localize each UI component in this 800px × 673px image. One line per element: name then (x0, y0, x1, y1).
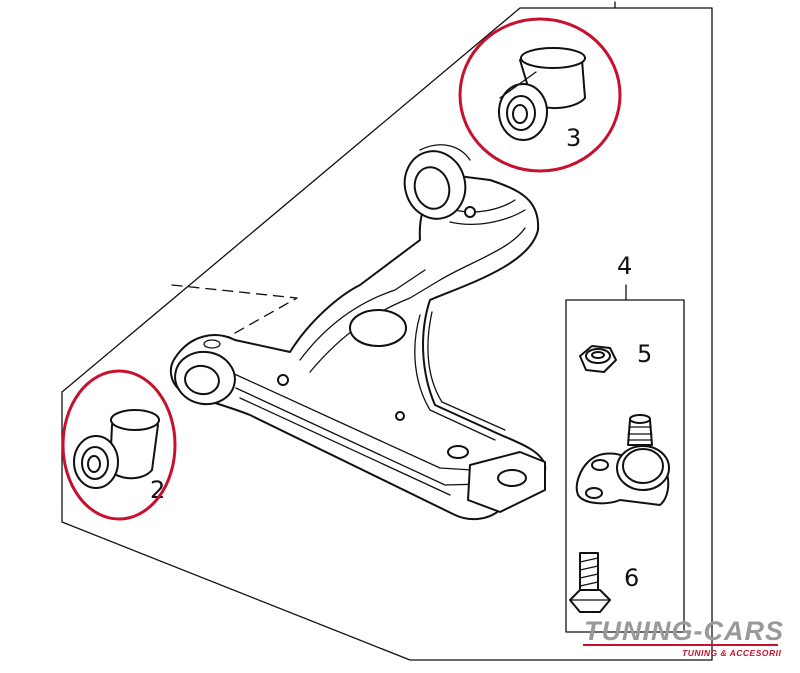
tuning-cars-logo: TUNING-CARS TUNING & ACCESORII (583, 616, 784, 658)
ball-joint-kit (565, 284, 685, 633)
bushing-icon (498, 47, 586, 141)
control-arm (169, 144, 547, 521)
ball-joint-icon (575, 414, 670, 506)
bushing-3 (498, 47, 586, 141)
callout-3: 3 (566, 124, 581, 152)
callout-6: 6 (624, 564, 639, 592)
logo-underline (583, 644, 778, 646)
nut-icon (579, 345, 617, 373)
logo-brand: TUNING-CARS (584, 616, 784, 646)
dashed-leader (171, 284, 298, 351)
bolt-icon (569, 552, 611, 613)
highlight-ring-3 (458, 17, 622, 173)
callout-2: 2 (150, 476, 165, 504)
logo-tagline: TUNING & ACCESORII (682, 648, 781, 658)
kit-box (565, 299, 685, 633)
bushing-2 (73, 409, 160, 489)
callout-4: 4 (617, 252, 632, 280)
highlight-ring-2 (61, 369, 177, 521)
callout-5: 5 (637, 340, 652, 368)
diagram-frame (61, 7, 713, 661)
bushing-icon (73, 409, 160, 489)
